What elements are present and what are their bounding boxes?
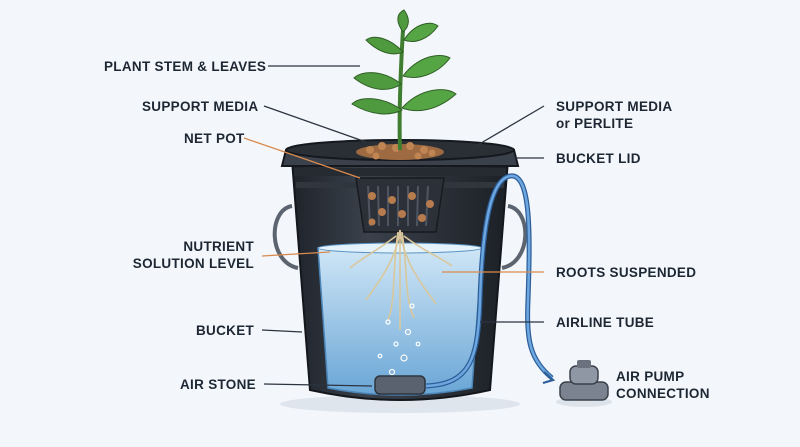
label-nutrient-solution-level: NUTRIENT SOLUTION LEVEL — [130, 238, 254, 272]
leader-lines — [243, 65, 545, 387]
tube-arrow-icon — [542, 371, 556, 385]
label-air-pump-connection: AIR PUMP CONNECTION — [616, 368, 710, 402]
lid-media-pebbles — [366, 142, 436, 160]
label-net-pot: NET POT — [184, 131, 245, 146]
label-plant-stem-leaves: PLANT STEM & LEAVES — [104, 59, 267, 74]
label-support-media-right-line1: SUPPORT MEDIA — [556, 99, 673, 114]
ground-shadow — [280, 395, 520, 413]
bucket-handle-left — [272, 204, 299, 270]
label-air-stone: AIR STONE — [180, 377, 256, 392]
label-support-media-right-line2: or PERLITE — [556, 116, 634, 131]
label-support-media-left: SUPPORT MEDIA — [142, 99, 259, 114]
air-bubbles — [377, 303, 421, 376]
net-pot-media — [368, 192, 434, 226]
plant — [351, 9, 457, 151]
label-bucket: BUCKET — [196, 323, 255, 338]
roots — [349, 229, 453, 330]
label-air-pump-line1: AIR PUMP — [616, 369, 685, 384]
bucket-rim-band — [294, 168, 506, 176]
air-stone — [374, 375, 426, 395]
bucket-handle-right — [501, 204, 528, 270]
airline-tube — [425, 174, 553, 388]
label-air-pump-line2: CONNECTION — [616, 386, 710, 401]
label-bucket-lid: BUCKET LID — [556, 151, 641, 166]
label-support-media-right: SUPPORT MEDIA or PERLITE — [556, 98, 672, 132]
air-pump — [556, 360, 612, 407]
label-airline-tube: AIRLINE TUBE — [556, 315, 655, 330]
label-nutrient-line1: NUTRIENT — [183, 239, 254, 254]
label-nutrient-line2: SOLUTION LEVEL — [132, 256, 254, 271]
label-roots-suspended: ROOTS SUSPENDED — [556, 265, 697, 280]
